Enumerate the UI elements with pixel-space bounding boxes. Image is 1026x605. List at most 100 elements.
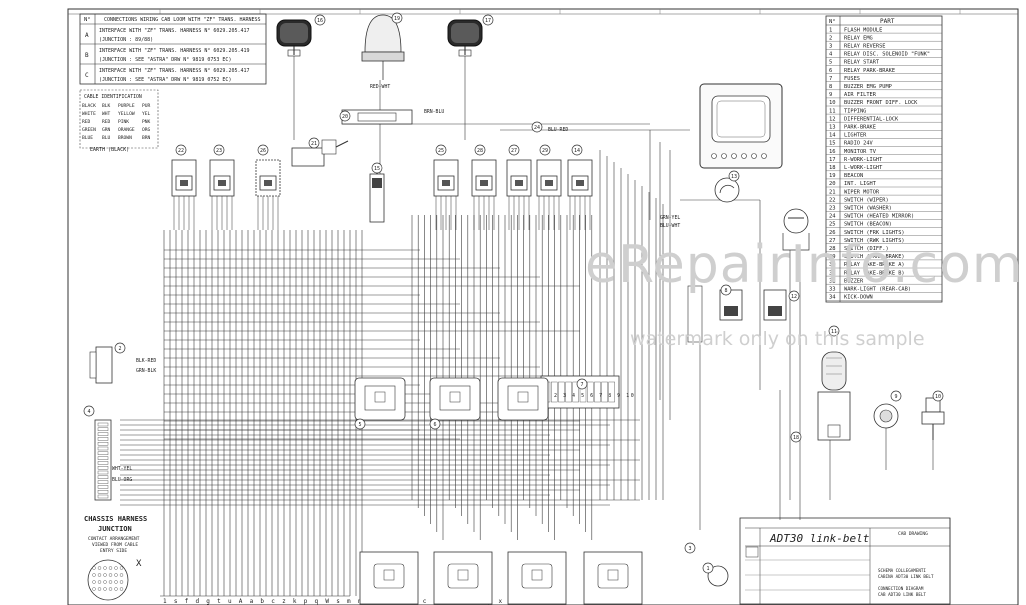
part-name: LIGHTER	[844, 133, 867, 139]
part-name: RELAY REVERSE	[844, 44, 885, 50]
callout-number: 19	[394, 16, 400, 22]
part-number: 7	[829, 76, 832, 82]
parts-n-header: N°	[829, 19, 836, 25]
relay-connector	[429, 377, 481, 421]
park-brake-knob	[782, 208, 810, 251]
part-number: 3	[829, 44, 832, 50]
part-name: BEACON	[844, 173, 863, 179]
part-number: 17	[829, 157, 836, 163]
cable-row-0-a: BLACK	[82, 103, 96, 109]
part-name: RADIO 24V	[844, 141, 874, 147]
part-number: 31	[829, 270, 836, 276]
callout-7: 7	[576, 378, 588, 390]
callout-3: 3	[684, 542, 696, 554]
part-number: 11	[829, 108, 836, 114]
cable-row-0-d: PUR	[142, 103, 151, 109]
part-name: KICK-DOWN	[844, 295, 873, 301]
callout-number: 23	[216, 148, 222, 154]
fuse-numbers: 1 2 3 4 5 6 7 8 9 10	[545, 393, 635, 399]
callout-10: 10	[932, 390, 944, 402]
cable-row-3-c: ORANGE	[118, 127, 135, 133]
callout-number: 18	[793, 435, 799, 441]
rocker-switch	[471, 159, 497, 230]
cable-row-1-a: WHITE	[82, 111, 96, 117]
callout-number: 10	[935, 394, 941, 400]
part-name: RELAY (AKE-BRAKE A)	[844, 262, 905, 268]
part-number: 30	[829, 262, 836, 268]
harness-row-b-line1: INTERFACE WITH "ZF" TRANS. HARNESS N° 60…	[99, 48, 250, 54]
callout-28: 28	[474, 144, 486, 156]
callout-5: 5	[354, 418, 366, 430]
part-number: 18	[829, 165, 836, 171]
part-number: 13	[829, 125, 836, 131]
part-number: 21	[829, 189, 836, 195]
part-number: 19	[829, 173, 836, 179]
callout-18: 18	[790, 431, 802, 443]
callout-number: 1	[706, 566, 709, 572]
part-name: SWITCH (HEATED MIRROR)	[844, 214, 914, 220]
callout-number: 8	[724, 288, 727, 294]
cable-identification-table: CABLE IDENTIFICATION BLACK BLK PURPLE PU…	[79, 89, 159, 153]
wire-label-blu-wht: BLU-WHT	[660, 223, 680, 229]
callout-number: 7	[580, 382, 583, 388]
chassis-harness-junction: CHASSIS HARNESS JUNCTION CONTACT ARRANGE…	[84, 515, 147, 601]
drawing-frame	[67, 8, 1019, 605]
title-line-b: CABINA ADT30 LINK BELT	[878, 574, 934, 579]
part-name: BUZZER EMG PUMP	[844, 84, 892, 90]
earth-note: EARTH (BLACK)	[90, 147, 129, 153]
buzzer	[873, 403, 899, 429]
callout-number: 28	[477, 148, 483, 154]
wire-label-blk-red: BLK-RED	[136, 358, 156, 364]
work-light-right	[447, 19, 483, 57]
callout-number: 27	[511, 148, 517, 154]
callout-15: 15	[371, 162, 383, 174]
wire-label-brn-blu: BRN-BLU	[424, 109, 444, 115]
wire-label-blu-org: BLU-ORG	[112, 477, 132, 483]
lighter	[714, 177, 740, 203]
chassis-mark-x: X	[136, 559, 142, 569]
part-name: L-WORK-LIGHT	[844, 165, 883, 171]
callout-number: 17	[485, 18, 491, 24]
part-number: 1	[829, 27, 832, 33]
chassis-note-3: ENTRY SIDE	[100, 548, 127, 554]
wire-label-blu-red: BLU-RED	[548, 127, 568, 133]
bottom-relay-connector	[433, 551, 493, 605]
wire-labels: RED-WHT BRN-BLU BLU-RED GRN-YEL BLU-WHT …	[112, 84, 680, 483]
callout-24: 24	[531, 121, 543, 133]
part-number: 23	[829, 206, 836, 212]
part-name: MONITOR TV	[844, 149, 877, 155]
callout-1: 1	[702, 562, 714, 574]
part-number: 29	[829, 254, 836, 260]
part-number: 10	[829, 100, 836, 106]
part-number: 32	[829, 278, 836, 284]
part-number: 27	[829, 238, 836, 244]
wire-label-red-wht: RED-WHT	[370, 84, 390, 90]
rocker-switch	[255, 159, 281, 230]
part-number: 15	[829, 141, 836, 147]
callout-9: 9	[890, 390, 902, 402]
part-name: BUZZER	[844, 278, 864, 284]
harness-row-b-line2: (JUNCTION : SEE "ASTRA" DRW N° 9819 0753…	[99, 57, 231, 63]
part-name: RELAY EMG	[844, 35, 873, 41]
callout-number: 26	[260, 148, 266, 154]
part-name: RELAY (AKE-BRAKE B)	[844, 270, 905, 276]
callout-number: 3	[688, 546, 691, 552]
cable-row-4-b: BLU	[102, 135, 111, 141]
harness-row-b-id: B	[85, 52, 89, 59]
title-line-c: CONNECTION DIAGRAM	[878, 586, 924, 591]
cable-row-4-d: BRN	[142, 135, 151, 141]
relay-connector	[497, 377, 549, 421]
callout-21: 21	[308, 137, 320, 149]
relay-block-left	[94, 419, 112, 501]
callout-number: 22	[178, 148, 184, 154]
cable-row-0-c: PURPLE	[118, 103, 135, 109]
callout-number: 11	[831, 329, 837, 335]
kick-down-switch	[921, 397, 945, 440]
callout-number: 5	[358, 422, 361, 428]
wire-label-wht-yel: WHT-YEL	[112, 466, 132, 472]
harness-row-c-id: C	[85, 72, 89, 79]
part-number: 4	[829, 52, 833, 58]
callout-2: 2	[114, 342, 126, 354]
harness-row-a-line1: INTERFACE WITH "ZF" TRANS. HARNESS N° 60…	[99, 28, 250, 34]
part-name: RELAY DISC. SOLENOID "FUNK"	[844, 52, 930, 58]
